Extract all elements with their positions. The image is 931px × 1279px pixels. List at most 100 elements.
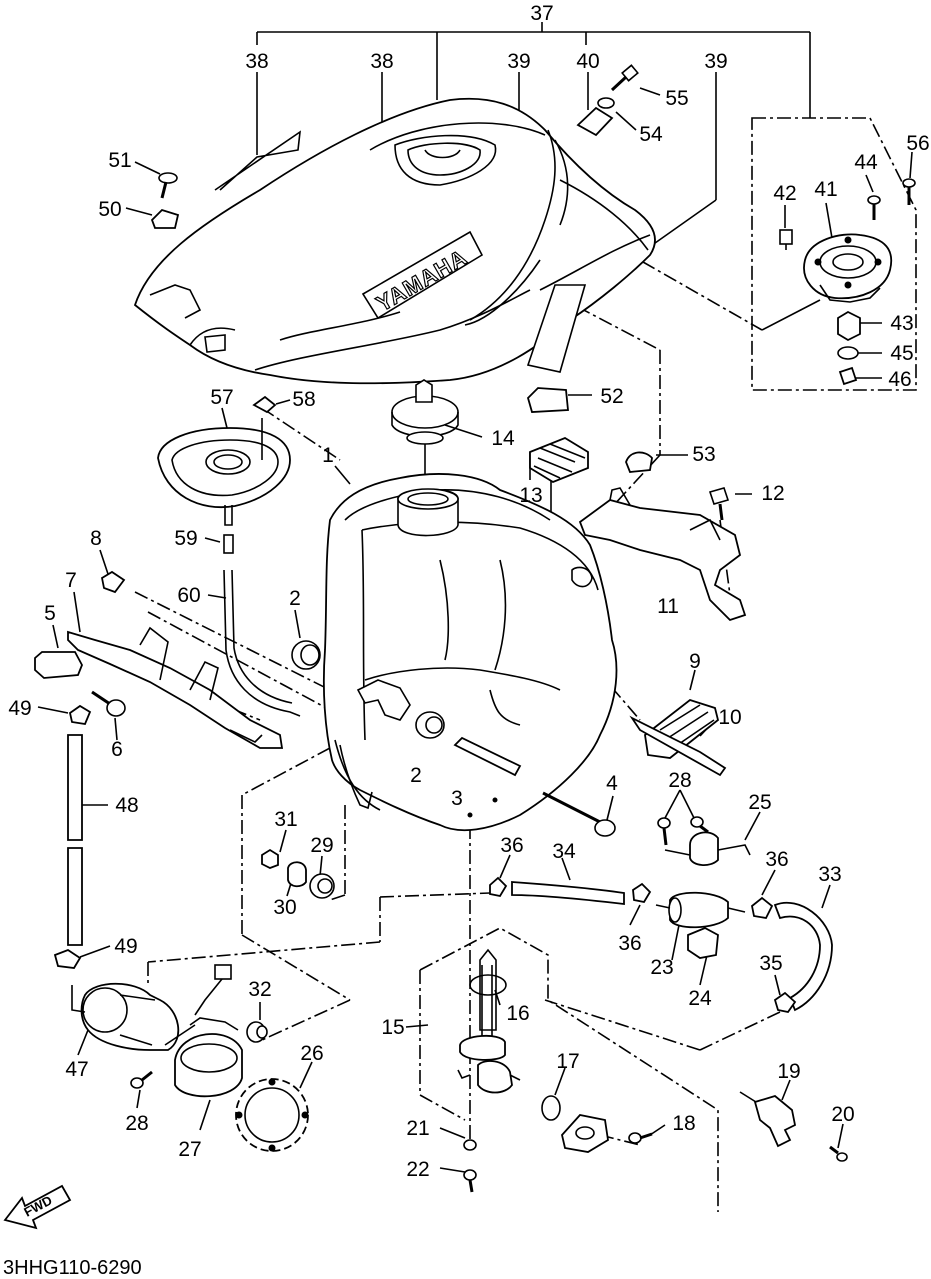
callout-label-17: 17	[556, 1050, 579, 1073]
damper-13	[529, 436, 589, 484]
callout-label-13: 13	[519, 484, 542, 507]
callout-label-51: 51	[108, 149, 131, 172]
callout-label-43: 43	[890, 312, 913, 335]
grommet-50	[150, 208, 180, 229]
lever-19	[739, 1091, 797, 1148]
fuel-cap-14	[391, 379, 459, 445]
callout-label-47: 47	[65, 1058, 88, 1081]
damper-29	[309, 873, 335, 899]
callout-label-50: 50	[98, 198, 121, 221]
callout-label-4: 4	[606, 772, 618, 795]
callout-label-42: 42	[773, 182, 796, 205]
damper-2-upper	[291, 640, 321, 670]
callout-label-18: 18	[672, 1112, 695, 1135]
bolt-42	[779, 229, 793, 250]
callout-label-3: 3	[451, 787, 463, 810]
bolt-6	[91, 690, 126, 717]
band-27	[174, 1017, 243, 1098]
callout-label-2: 2	[410, 764, 422, 787]
bolt-31	[261, 848, 279, 869]
callout-label-14: 14	[491, 427, 515, 450]
callout-label-32: 32	[248, 978, 271, 1001]
screw-51	[158, 172, 178, 199]
cap-plate-57	[157, 418, 291, 526]
callout-label-48: 48	[115, 794, 138, 817]
callout-label-21: 21	[406, 1117, 429, 1140]
callout-label-2: 2	[289, 587, 301, 610]
callout-label-28: 28	[125, 1112, 148, 1135]
callout-label-36: 36	[765, 848, 788, 871]
washer-45	[837, 346, 859, 360]
damper-32	[246, 1021, 268, 1043]
callout-label-37: 37	[530, 2, 553, 25]
leader-lines	[37, 22, 913, 1212]
callout-label-12: 12	[761, 482, 784, 505]
callout-label-26: 26	[300, 1042, 323, 1065]
nut-54	[597, 97, 615, 109]
bracket-11	[578, 487, 747, 622]
bracket-25	[664, 831, 751, 866]
callout-label-22: 22	[406, 1158, 429, 1181]
callout-label-15: 15	[381, 1016, 404, 1039]
screw-20	[829, 1145, 848, 1162]
callout-label-23: 23	[650, 956, 673, 979]
hose-34	[511, 881, 625, 906]
bolt-12	[708, 487, 730, 521]
callout-label-29: 29	[310, 834, 333, 857]
callout-label-9: 9	[689, 650, 701, 673]
callout-label-33: 33	[818, 863, 841, 886]
screw-55	[610, 64, 639, 92]
nut-46	[838, 366, 858, 386]
callout-label-58: 58	[292, 388, 315, 411]
bracket-24	[687, 927, 719, 959]
callout-label-60: 60	[177, 584, 200, 607]
callout-label-56: 56	[906, 132, 929, 155]
screw-56	[902, 178, 916, 205]
hose-48	[67, 734, 83, 946]
callout-label-30: 30	[273, 896, 296, 919]
callout-label-35: 35	[759, 952, 782, 975]
callout-label-11: 11	[657, 595, 679, 618]
clip-40	[576, 106, 614, 137]
fuel-cap-assembly	[803, 233, 893, 303]
callout-label-28: 28	[668, 769, 691, 792]
callout-label-20: 20	[831, 1103, 854, 1126]
collar-30	[287, 861, 307, 888]
callout-label-45: 45	[890, 342, 913, 365]
callout-label-54: 54	[639, 123, 663, 146]
hose-60	[223, 569, 301, 717]
callout-label-10: 10	[718, 706, 741, 729]
callout-label-27: 27	[178, 1138, 201, 1161]
fuel-pump-47	[71, 964, 232, 1051]
callout-label-34: 34	[552, 840, 576, 863]
damper-2-lower	[415, 711, 445, 739]
oring-17	[541, 1095, 561, 1121]
screw-28-c	[130, 1070, 153, 1089]
callout-label-1: 1	[322, 444, 334, 467]
hose-59	[223, 534, 234, 554]
callout-label-16: 16	[506, 1002, 529, 1025]
bracket-5	[34, 651, 83, 679]
callout-label-49: 49	[8, 697, 31, 720]
callout-label-19: 19	[777, 1060, 800, 1083]
callout-label-7: 7	[65, 569, 77, 592]
callout-label-6: 6	[111, 738, 123, 761]
callout-label-46: 46	[888, 368, 911, 391]
damper-52	[526, 387, 569, 413]
callout-label-59: 59	[174, 527, 197, 550]
callout-label-38: 38	[245, 50, 268, 73]
tank-cover: YAMAHA	[133, 97, 656, 385]
screw-22	[463, 1169, 477, 1193]
callout-label-52: 52	[600, 385, 623, 408]
clamp-36-c	[751, 896, 774, 919]
cap-assembly-box	[751, 117, 917, 391]
collar-3	[453, 736, 522, 777]
washer-21	[463, 1139, 477, 1151]
clamp-35	[773, 991, 797, 1013]
callout-label-8: 8	[90, 527, 102, 550]
fuel-tank-1	[322, 473, 618, 832]
callout-label-41: 41	[814, 178, 837, 201]
ring-26	[235, 1078, 309, 1152]
